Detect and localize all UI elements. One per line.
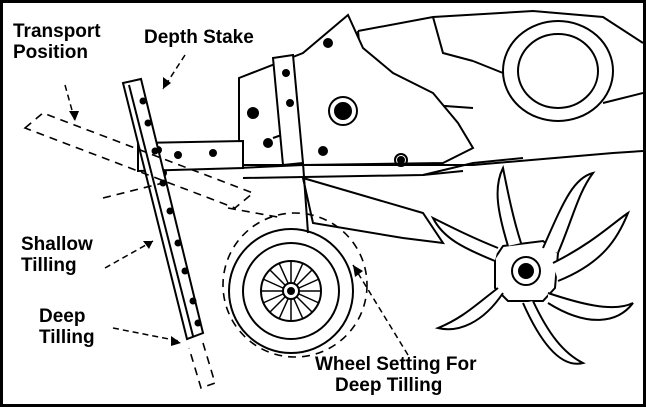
- transport-line-2: Position: [13, 42, 88, 63]
- transport-position-label: Transport Position: [13, 21, 101, 63]
- alternate-positions: [23, 112, 368, 390]
- wheel: [228, 228, 354, 354]
- transport-line-1: Transport: [13, 21, 101, 42]
- deep-line-2: Tilling: [39, 327, 95, 348]
- shallow-tilling-label: Shallow Tilling: [21, 234, 93, 276]
- depth-stake: [121, 77, 205, 341]
- arrowheads: [69, 77, 363, 346]
- wheel-setting-label: Wheel Setting For Deep Tilling: [315, 354, 477, 396]
- wheel-line-2: Deep Tilling: [335, 375, 443, 396]
- deep-line-1: Deep: [39, 306, 86, 327]
- depth-stake-label: Depth Stake: [144, 27, 254, 48]
- deep-tilling-label: Deep Tilling: [39, 306, 95, 348]
- tiller-drawing: [23, 9, 643, 390]
- shallow-line-2: Tilling: [21, 255, 77, 276]
- shallow-line-1: Shallow: [21, 234, 93, 255]
- frame-beam: [137, 139, 643, 179]
- wheel-line-1: Wheel Setting For: [315, 354, 477, 375]
- tiller-tines: [430, 164, 634, 365]
- wheel-arm: [301, 157, 524, 245]
